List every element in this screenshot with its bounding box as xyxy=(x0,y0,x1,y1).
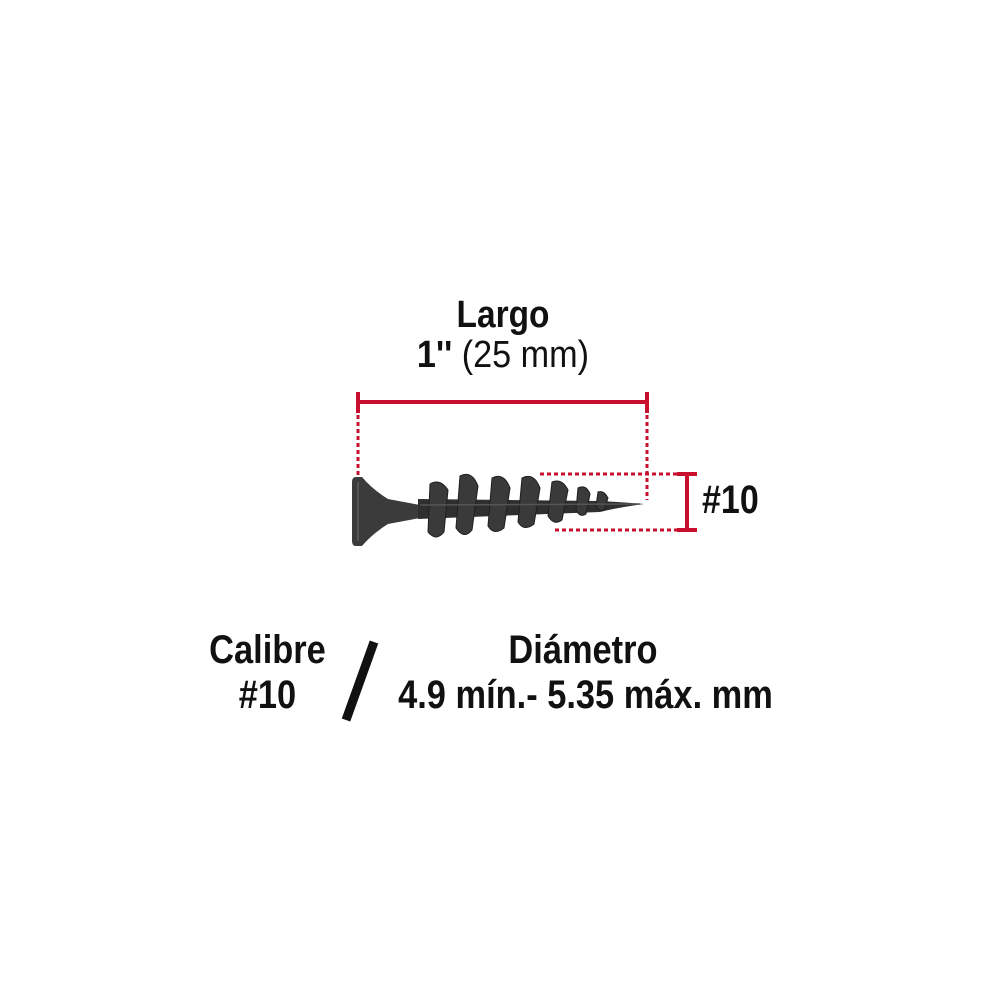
caliber-spec: Calibre #10 xyxy=(190,628,345,718)
gauge-label: #10 xyxy=(702,478,759,522)
caliber-value: #10 xyxy=(238,672,297,717)
caliber-title: Calibre xyxy=(209,628,326,672)
diameter-title: Diámetro xyxy=(508,628,658,672)
length-value-inches: 1'' xyxy=(416,333,453,376)
diameter-spec: Diámetro 4.9 mín.- 5.35 máx. mm xyxy=(368,628,798,718)
screw-icon xyxy=(352,473,644,546)
length-value: 1'' (25 mm) xyxy=(347,333,658,376)
diameter-value: 4.9 mín.- 5.35 máx. mm xyxy=(398,672,773,717)
length-dimension xyxy=(356,392,649,500)
gauge-dimension xyxy=(540,472,697,532)
length-label: Largo 1'' (25 mm) xyxy=(330,294,676,376)
screw-head xyxy=(352,477,420,546)
separator-slash xyxy=(341,640,379,722)
length-value-metric: (25 mm) xyxy=(461,333,590,376)
length-title: Largo xyxy=(456,294,550,336)
